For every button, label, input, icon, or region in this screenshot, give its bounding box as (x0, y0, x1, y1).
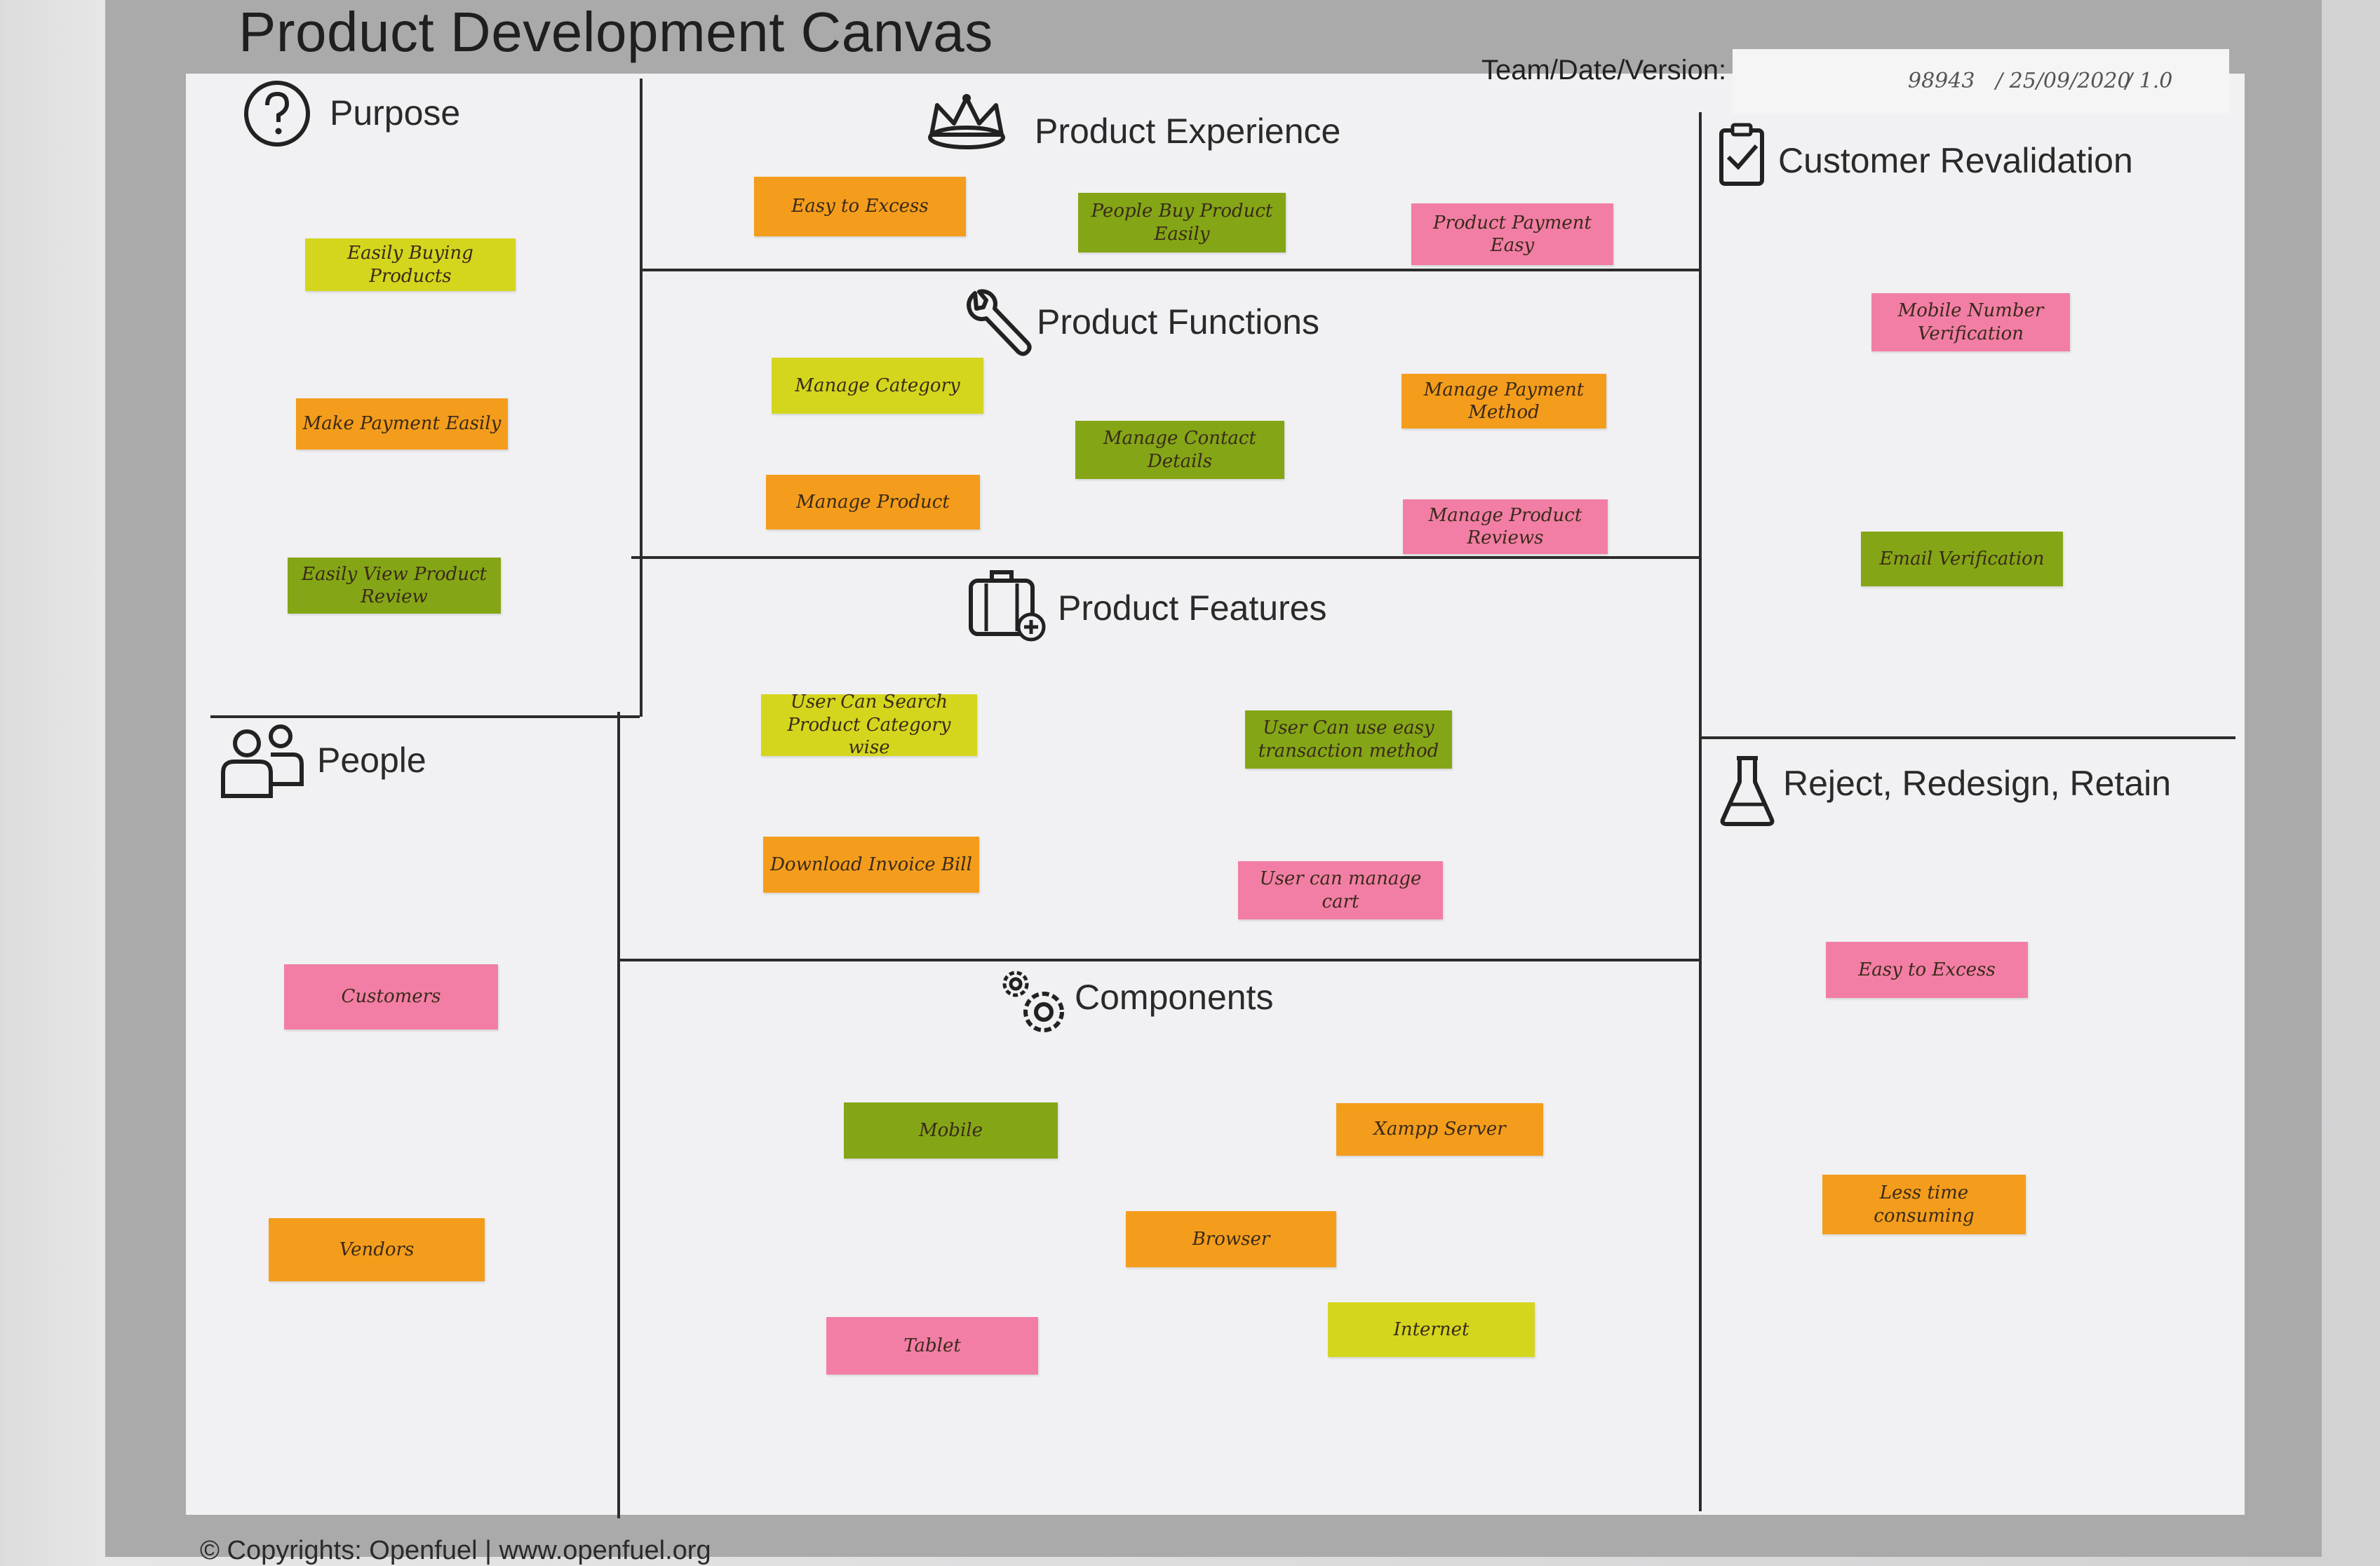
components-note-5: Internet (1328, 1302, 1535, 1357)
meta-team: 98943 (1908, 69, 1975, 93)
features-note-1: User Can Search Product Category wise (761, 691, 977, 758)
purpose-note-2: Make Payment Easily (296, 398, 508, 450)
features-note-2: User Can use easy transaction method (1245, 710, 1452, 769)
functions-note-2: Manage Contact Details (1075, 421, 1284, 479)
flask-icon (1717, 754, 1777, 828)
functions-note-1: Manage Category (772, 358, 983, 414)
components-note-1: Mobile (844, 1102, 1058, 1159)
meta-box (1733, 49, 2229, 114)
clipboard-check-icon (1717, 121, 1766, 187)
meta-version: / 1.0 (2125, 69, 2173, 93)
revalidation-note-1: Mobile Number Verification (1871, 293, 2070, 351)
customer-revalidation-title: Customer Revalidation (1778, 141, 2133, 180)
divider-functions-features (631, 556, 1699, 559)
product-experience-title: Product Experience (1035, 112, 1341, 151)
divider-purpose-right (640, 79, 643, 717)
components-note-2: Xampp Server (1336, 1103, 1543, 1156)
gears-icon (996, 964, 1073, 1041)
meta-date: / 25/09/2020 (1996, 69, 2131, 93)
product-functions-title: Product Functions (1037, 302, 1319, 342)
people-title: People (317, 741, 426, 780)
copyright-footer: © Copyrights: Openfuel | www.openfuel.or… (200, 1536, 711, 1565)
divider-revalidation-reject (1699, 736, 2236, 739)
people-icon (217, 722, 305, 799)
canvas-title: Product Development Canvas (238, 1, 993, 63)
crown-icon (925, 93, 1009, 152)
people-note-2: Vendors (269, 1218, 485, 1281)
wrench-icon (962, 288, 1033, 358)
functions-note-4: Manage Product (766, 475, 980, 529)
luggage-plus-icon (967, 569, 1047, 643)
reject-note-2: Less time consuming (1822, 1175, 2026, 1234)
components-note-3: Browser (1126, 1211, 1336, 1267)
components-note-4: Tablet (826, 1317, 1038, 1375)
experience-note-3: Product Payment Easy (1411, 203, 1613, 265)
divider-purpose-people (210, 715, 640, 718)
functions-note-5: Manage Product Reviews (1403, 499, 1608, 554)
people-note-1: Customers (284, 964, 498, 1030)
reject-note-1: Easy to Excess (1826, 942, 2028, 998)
features-note-3: Download Invoice Bill (763, 837, 979, 893)
purpose-title: Purpose (330, 93, 461, 133)
purpose-note-3: Easily View Product Review (288, 558, 501, 614)
product-features-title: Product Features (1058, 588, 1327, 628)
functions-note-3: Manage Payment Method (1401, 374, 1606, 428)
reject-redesign-retain-title: Reject, Redesign, Retain (1783, 764, 2172, 803)
divider-right-column (1699, 112, 1702, 1511)
experience-note-2: People Buy Product Easily (1078, 193, 1286, 252)
divider-features-components (620, 959, 1699, 961)
question-circle-icon (242, 79, 312, 149)
experience-note-1: Easy to Excess (754, 177, 966, 236)
meta-label: Team/Date/Version: (1481, 55, 1727, 86)
revalidation-note-2: Email Verification (1861, 532, 2063, 586)
features-note-4: User can manage cart (1238, 861, 1443, 919)
components-title: Components (1075, 978, 1274, 1017)
purpose-note-1: Easily Buying Products (305, 238, 516, 291)
divider-experience-functions (640, 269, 1699, 271)
divider-people-right (617, 712, 620, 1518)
